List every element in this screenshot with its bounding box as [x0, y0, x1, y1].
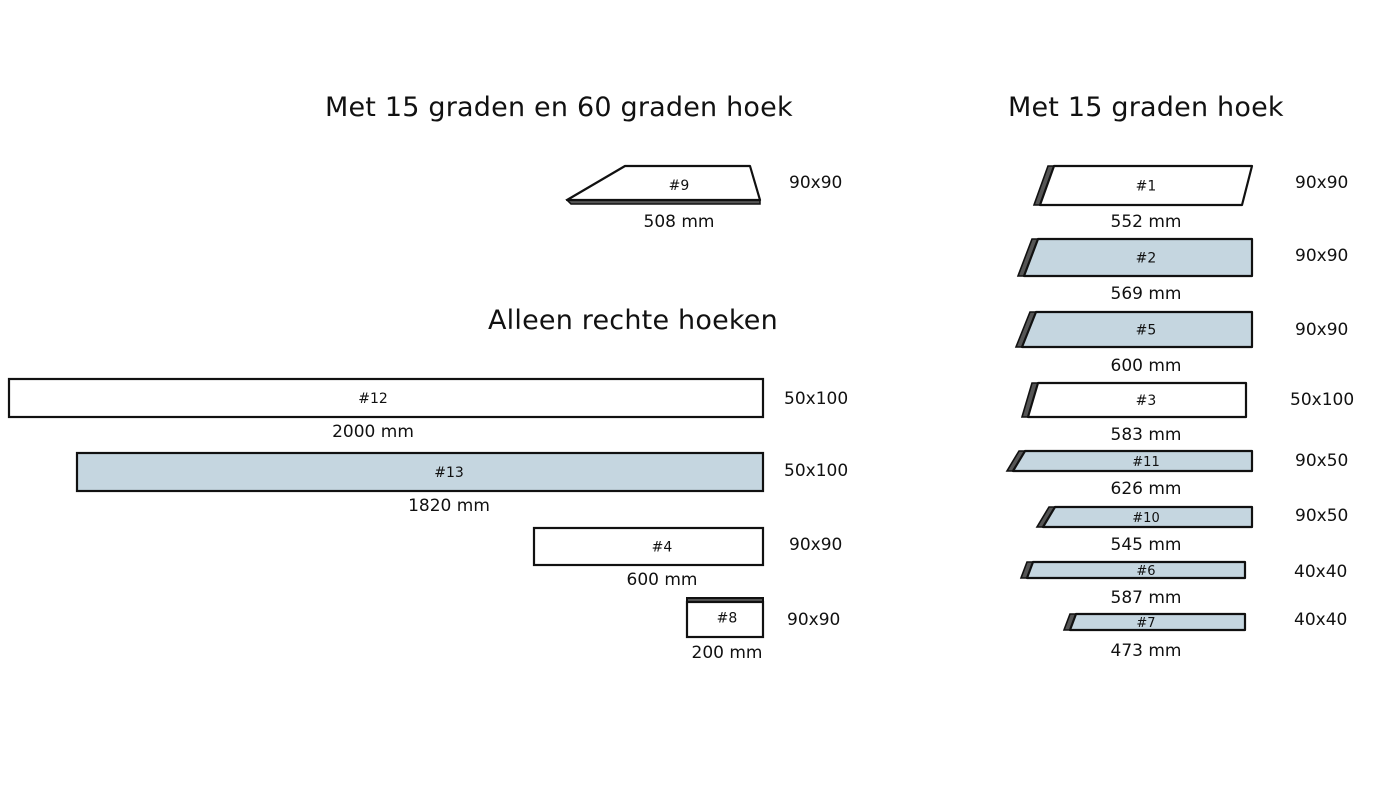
section-title-angle-15: Met 15 graden hoek	[1008, 92, 1284, 123]
piece-body	[532, 526, 765, 567]
piece-body	[1022, 237, 1254, 278]
piece-profile-label: 90x90	[1295, 173, 1348, 193]
piece-13: #13 1820 mm 50x100	[75, 451, 848, 516]
piece-length-label: 600 mm	[627, 570, 698, 590]
piece-length-label: 569 mm	[1111, 284, 1182, 304]
piece-7: #7 473 mm 40x40	[1062, 610, 1347, 661]
piece-body	[1041, 505, 1254, 529]
piece-1: #1 552 mm 90x90	[1032, 164, 1348, 232]
piece-profile-label: 40x40	[1294, 562, 1347, 582]
piece-body	[1025, 560, 1247, 580]
piece-length-label: 473 mm	[1111, 641, 1182, 661]
piece-length-label: 545 mm	[1111, 535, 1182, 555]
piece-length-label: 2000 mm	[332, 422, 414, 442]
piece-2: #2 569 mm 90x90	[1016, 237, 1348, 304]
piece-id-label: #12	[358, 391, 388, 407]
piece-profile-label: 90x90	[1295, 246, 1348, 266]
piece-profile-label: 90x50	[1295, 451, 1348, 471]
piece-body	[565, 164, 762, 202]
piece-id-label: #11	[1132, 455, 1159, 470]
piece-id-label: #2	[1136, 251, 1157, 267]
piece-profile-label: 50x100	[784, 461, 848, 481]
piece-id-label: #4	[652, 540, 673, 556]
piece-body	[1020, 310, 1254, 349]
piece-length-label: 587 mm	[1111, 588, 1182, 608]
piece-length-label: 508 mm	[644, 212, 715, 232]
section-title-angle-15-60: Met 15 graden en 60 graden hoek	[325, 92, 793, 123]
piece-length-label: 1820 mm	[408, 496, 490, 516]
piece-profile-label: 90x90	[787, 610, 840, 630]
piece-length-label: 583 mm	[1111, 425, 1182, 445]
piece-id-label: #10	[1132, 511, 1159, 526]
piece-length-label: 600 mm	[1111, 356, 1182, 376]
piece-11: #11 626 mm 90x50	[1005, 449, 1348, 499]
piece-9: #9 508 mm 90x90	[565, 164, 842, 232]
piece-id-label: #7	[1136, 616, 1155, 631]
piece-8: #8 200 mm 90x90	[685, 597, 840, 663]
piece-profile-label: 90x90	[789, 535, 842, 555]
piece-profile-label: 90x90	[1295, 320, 1348, 340]
piece-3: #3 583 mm 50x100	[1020, 381, 1354, 445]
piece-id-label: #6	[1136, 564, 1155, 579]
piece-length-label: 200 mm	[692, 643, 763, 663]
piece-body	[1038, 164, 1254, 207]
piece-profile-label: 40x40	[1294, 610, 1347, 630]
piece-length-label: 552 mm	[1111, 212, 1182, 232]
piece-body	[685, 600, 765, 639]
piece-body	[75, 451, 765, 493]
piece-id-label: #9	[669, 178, 690, 194]
piece-5: #5 600 mm 90x90	[1014, 310, 1348, 376]
piece-profile-label: 90x50	[1295, 506, 1348, 526]
piece-profile-label: 50x100	[784, 389, 848, 409]
piece-body	[7, 377, 765, 419]
piece-profile-label: 50x100	[1290, 390, 1354, 410]
piece-12: #12 2000 mm 50x100	[7, 377, 848, 442]
piece-id-label: #8	[717, 611, 738, 627]
piece-profile-label: 90x90	[789, 173, 842, 193]
piece-length-label: 626 mm	[1111, 479, 1182, 499]
piece-id-label: #13	[434, 465, 464, 481]
piece-body	[1068, 612, 1247, 632]
piece-body	[1026, 381, 1248, 419]
section-title-straight: Alleen rechte hoeken	[488, 305, 778, 336]
piece-4: #4 600 mm 90x90	[532, 526, 842, 590]
piece-body	[1011, 449, 1254, 473]
piece-6: #6 587 mm 40x40	[1019, 560, 1347, 608]
piece-id-label: #3	[1136, 393, 1157, 409]
piece-id-label: #1	[1136, 179, 1157, 195]
piece-10: #10 545 mm 90x50	[1035, 505, 1348, 555]
piece-id-label: #5	[1136, 323, 1157, 339]
